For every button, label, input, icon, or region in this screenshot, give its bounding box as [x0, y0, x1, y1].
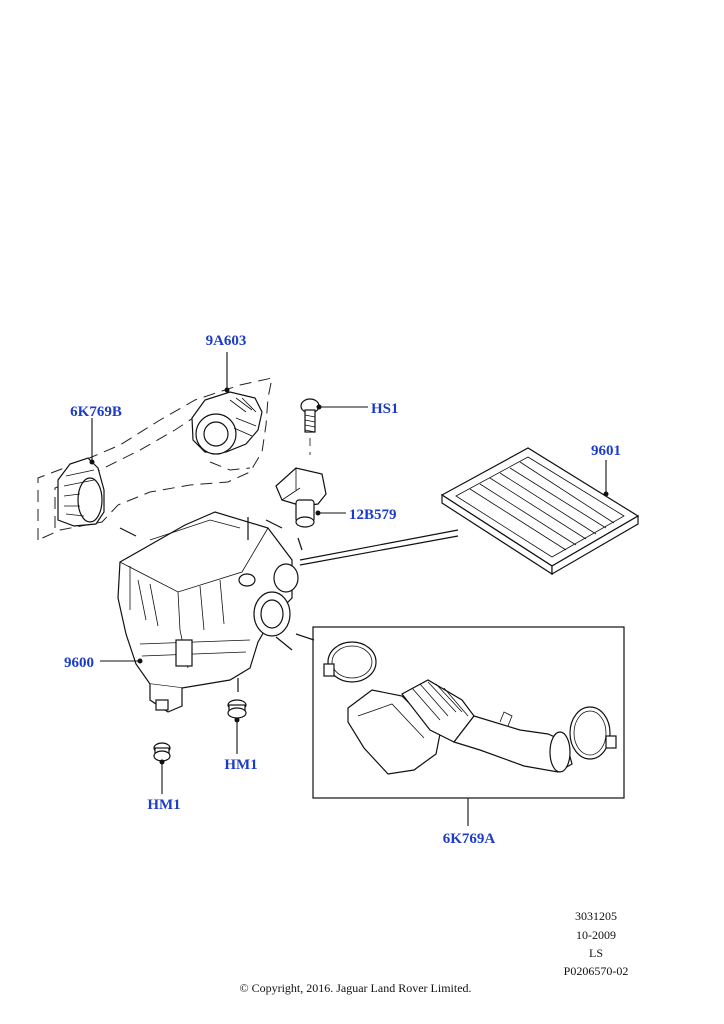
label-HM1-right[interactable]: HM1 [224, 757, 257, 773]
label-HM1-left[interactable]: HM1 [147, 797, 180, 813]
air-filter-9601 [440, 447, 640, 576]
label-6K769A[interactable]: 6K769A [443, 831, 496, 847]
resonator-9A603 [191, 391, 263, 455]
grommet-HM1-right [227, 699, 247, 719]
screw-HS1 [300, 398, 320, 433]
label-6K769B[interactable]: 6K769B [70, 404, 122, 420]
body-panel-outline [37, 377, 273, 541]
label-9600[interactable]: 9600 [64, 655, 94, 671]
label-9A603[interactable]: 9A603 [206, 333, 247, 349]
drawing-initials: LS [588, 946, 603, 960]
label-12B579[interactable]: 12B579 [349, 507, 397, 523]
drawing-ref: P0206570-02 [563, 964, 629, 978]
sensor-12B579 [275, 467, 327, 528]
label-9601[interactable]: 9601 [591, 443, 621, 459]
air-cleaner-housing-9600 [117, 511, 299, 713]
label-HS1[interactable]: HS1 [371, 401, 399, 417]
alignment-lines [119, 517, 315, 692]
drawing-number: 3031205 [575, 909, 617, 923]
duct-6K769B [57, 457, 105, 527]
intake-hose-6K769A [323, 641, 617, 775]
copyright-notice: © Copyright, 2016. Jaguar Land Rover Lim… [239, 981, 472, 995]
drawing-date: 10-2009 [576, 928, 616, 942]
grommet-HM1-left [153, 742, 171, 762]
